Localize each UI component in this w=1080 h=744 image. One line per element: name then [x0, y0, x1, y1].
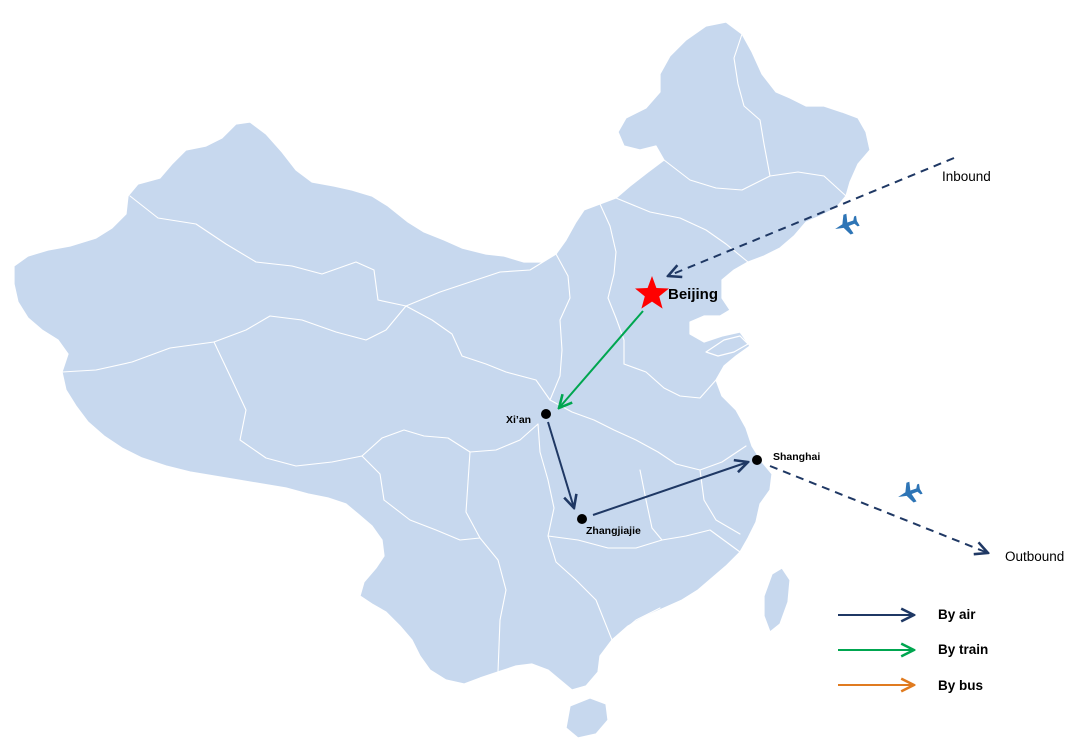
city-dot-zhangjiajie	[577, 514, 587, 524]
routes	[547, 157, 988, 553]
city-dot-shanghai	[752, 455, 762, 465]
province-borders	[61, 33, 847, 673]
inbound-flight-route	[668, 157, 955, 276]
city-dot-xian	[541, 409, 551, 419]
air-route-zhangjiajie-shanghai	[592, 462, 748, 516]
city-label-xian: Xi’an	[506, 414, 531, 426]
china-landmass	[13, 21, 871, 739]
outbound-flight-route	[769, 465, 988, 553]
city-label-beijing: Beijing	[668, 286, 718, 303]
outbound-label: Outbound	[1005, 549, 1064, 564]
city-label-zhangjiajie: Zhangjiajie	[586, 525, 641, 537]
capital-star-icon	[635, 276, 669, 309]
city-label-shanghai: Shanghai	[773, 451, 820, 463]
legend-train-label: By train	[938, 642, 988, 657]
airplane-icon	[835, 213, 860, 235]
legend: By air By train By bus	[838, 607, 988, 693]
legend-air-label: By air	[938, 607, 976, 622]
legend-bus-label: By bus	[938, 678, 983, 693]
train-route-beijing-xian	[559, 310, 644, 408]
airplane-icon	[898, 481, 923, 503]
inbound-label: Inbound	[942, 169, 991, 184]
air-route-xian-zhangjiajie	[547, 421, 574, 508]
